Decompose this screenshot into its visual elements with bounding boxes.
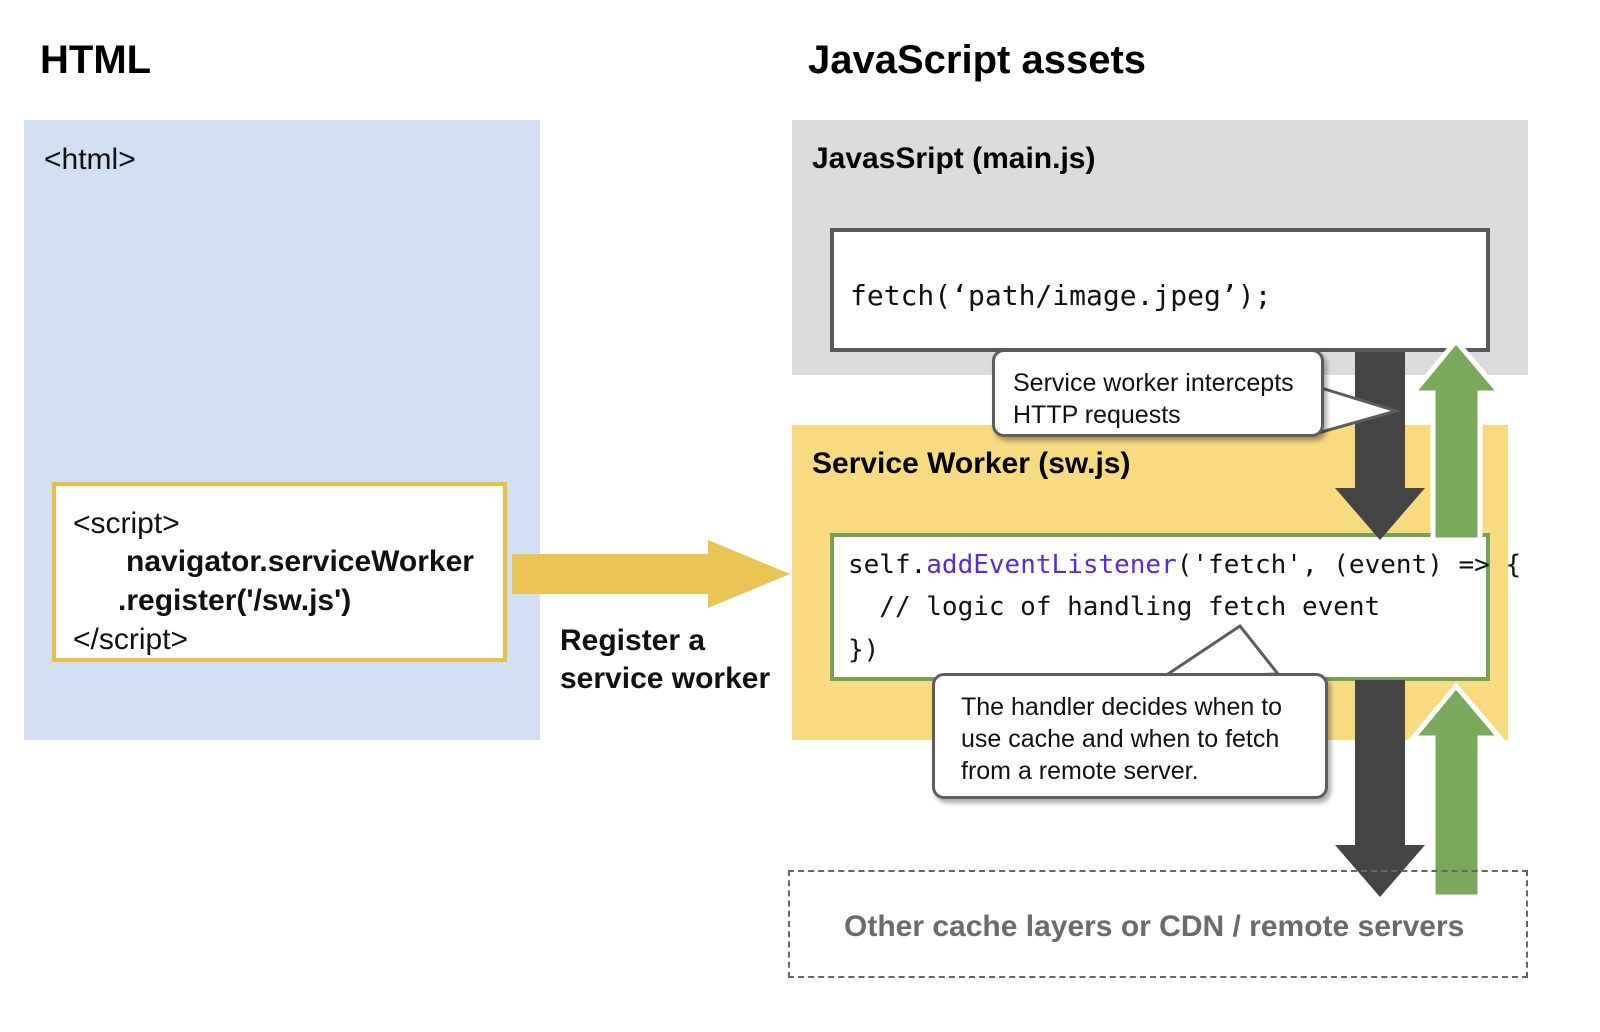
callout-handler: The handler decides when to use cache an…: [932, 673, 1328, 799]
fetch-code-box: fetch(‘path/image.jpeg’);: [830, 228, 1490, 352]
callout-intercept: Service worker intercepts HTTP requests: [992, 349, 1324, 437]
mainjs-panel-label: JavasSript (main.js): [812, 142, 1096, 175]
html-tag-text: <html>: [44, 143, 136, 176]
script-code-box: <script> navigator.serviceWorker .regist…: [52, 482, 507, 662]
register-label-line-2: service worker: [560, 662, 771, 696]
remote-servers-label: Other cache layers or CDN / remote serve…: [844, 910, 1465, 943]
callout-handler-line-3: from a remote server.: [961, 757, 1199, 785]
callout-intercept-line-2: HTTP requests: [1013, 401, 1181, 429]
fetch-code-text: fetch(‘path/image.jpeg’);: [850, 279, 1272, 312]
remote-servers-box: [788, 870, 1528, 978]
callout-tail-handler-icon: [1156, 623, 1282, 681]
script-code-line-2: navigator.serviceWorker: [126, 545, 474, 578]
callout-intercept-line-1: Service worker intercepts: [1013, 369, 1294, 397]
sw-code-line-2: // logic of handling fetch event: [848, 592, 1381, 622]
callout-handler-line-2: use cache and when to fetch: [961, 725, 1280, 753]
sw-code-prefix: self.: [848, 550, 927, 580]
sw-code-line-1: self.addEventListener('fetch', (event) =…: [848, 552, 1521, 578]
service-worker-panel-label: Service Worker (sw.js): [812, 447, 1131, 480]
register-label-line-1: Register a: [560, 624, 706, 657]
section-title-javascript-assets: JavaScript assets: [808, 38, 1147, 82]
script-code-line-1: <script>: [73, 507, 180, 540]
sw-code-function-token: addEventListener: [926, 550, 1177, 580]
script-code-line-3: .register('/sw.js'): [118, 584, 352, 617]
register-arrow-label: Register a service worker: [560, 622, 800, 699]
callout-tail-intercept-icon: [1315, 384, 1402, 435]
callout-intercept-text: Service worker intercepts HTTP requests: [1013, 367, 1313, 431]
callout-handler-text: The handler decides when to use cache an…: [961, 691, 1311, 787]
sw-code-line-3: }): [848, 635, 880, 665]
register-arrow-icon: [512, 540, 790, 608]
section-title-html: HTML: [40, 38, 152, 82]
sw-code-suffix: ('fetch', (event) => {: [1176, 550, 1522, 580]
script-code-line-4: </script>: [73, 623, 189, 656]
callout-handler-line-1: The handler decides when to: [961, 693, 1283, 721]
